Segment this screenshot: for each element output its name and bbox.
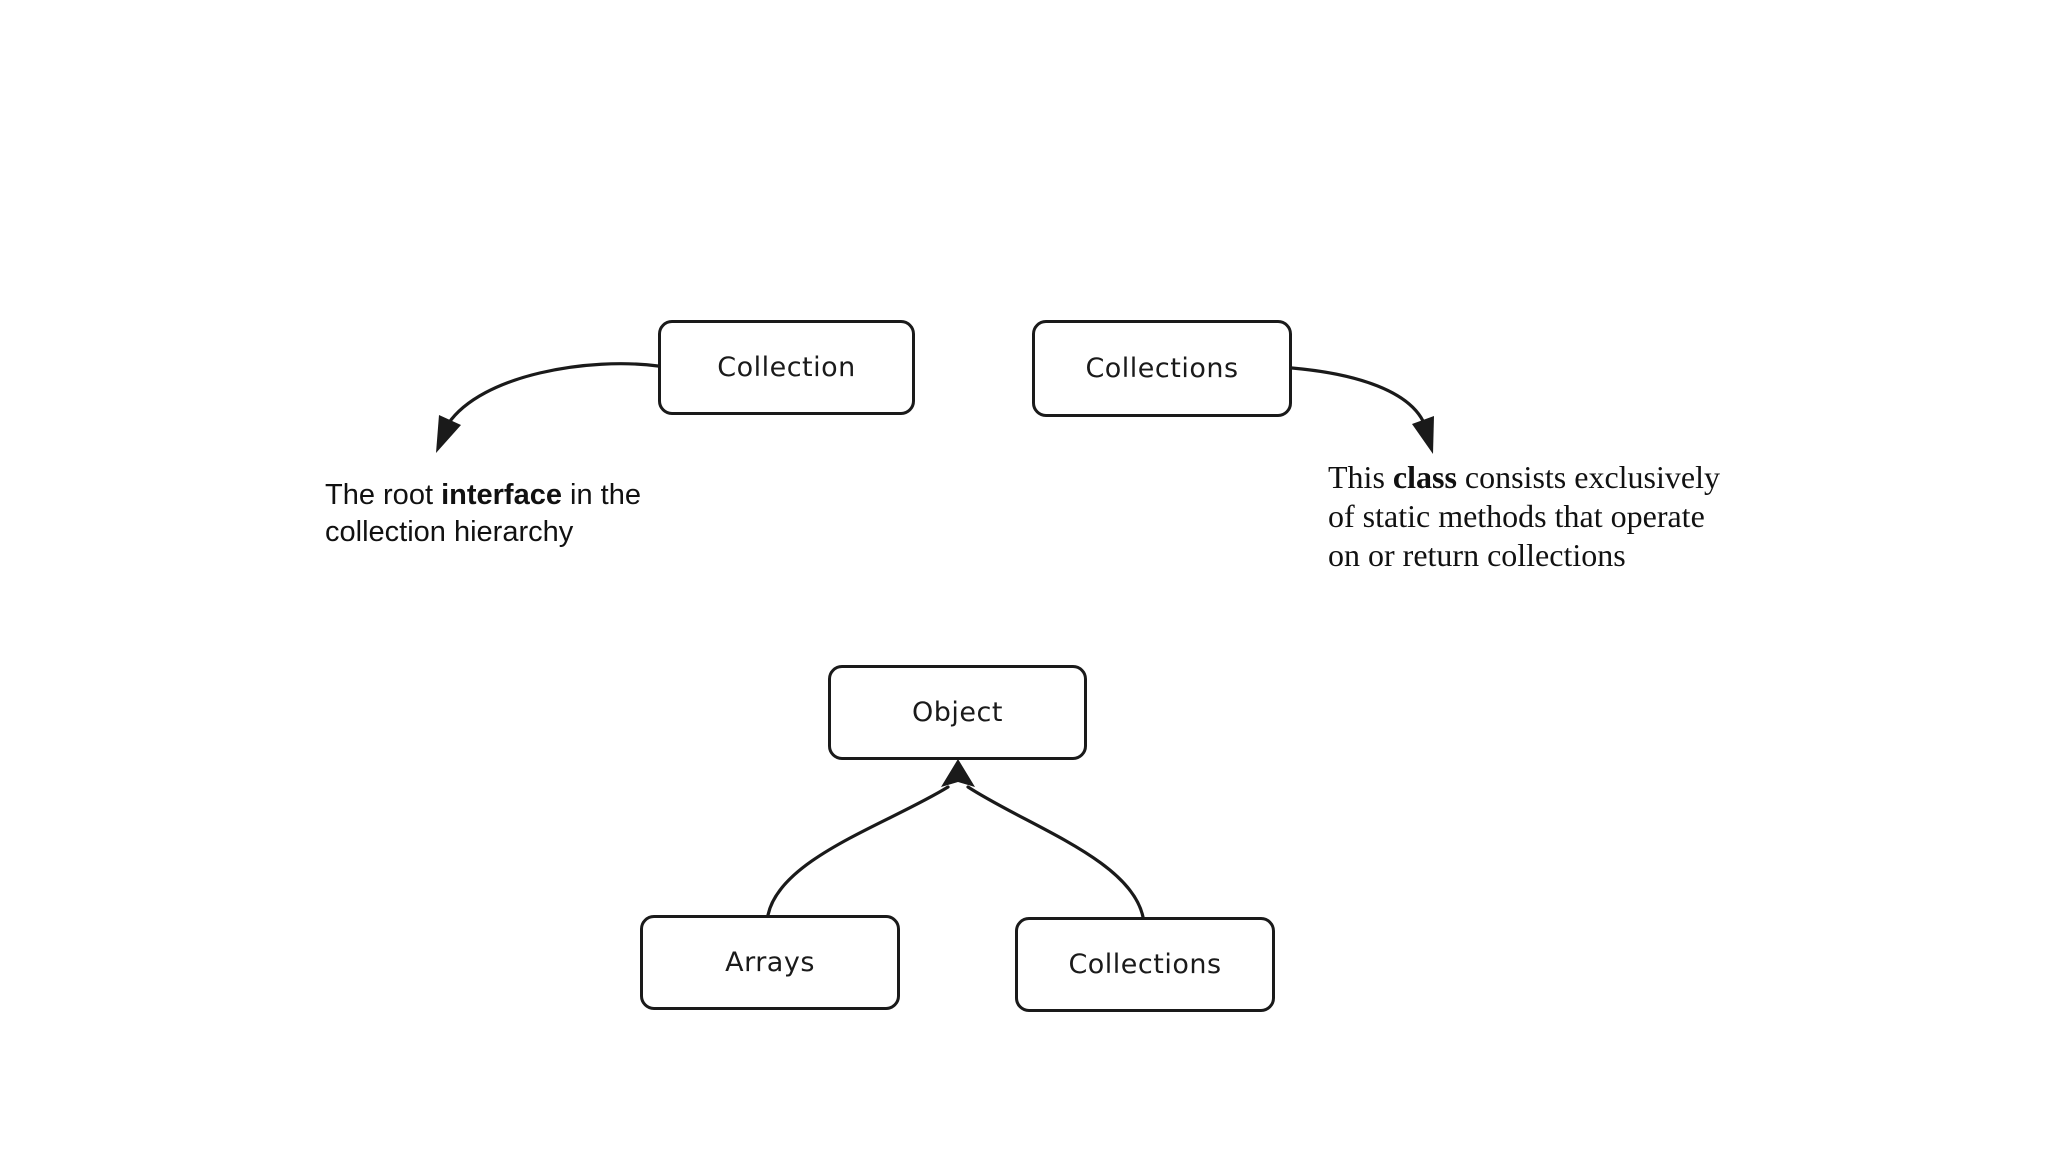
node-arrays: Arrays (640, 915, 900, 1010)
note-left-bold-word: interface (441, 479, 562, 511)
node-collection: Collection (658, 320, 915, 415)
note-collection-interface: The root interface in the collection hie… (325, 477, 641, 551)
edge-collections-to-object (966, 785, 1145, 919)
arrowhead-left-note-icon (436, 415, 461, 453)
node-collections-bottom-label: Collections (1068, 949, 1222, 980)
note-right-bold-word: class (1392, 459, 1457, 495)
node-collections-top-label: Collections (1085, 353, 1239, 384)
note-left-line1: The root interface in the (325, 479, 641, 511)
arrow-collections-to-note (1290, 366, 1425, 423)
arrow-collection-to-note (446, 362, 660, 426)
node-collections-top: Collections (1032, 320, 1292, 417)
node-collections-bottom: Collections (1015, 917, 1275, 1012)
note-left-line2: collection hierarchy (325, 516, 574, 548)
node-object-label: Object (912, 697, 1003, 728)
node-collection-label: Collection (717, 352, 856, 383)
node-object: Object (828, 665, 1087, 760)
note-right-line3: on or return collections (1328, 537, 1626, 573)
arrowhead-right-note-icon (1412, 416, 1434, 454)
note-right-line2: of static methods that operate (1328, 498, 1705, 534)
edge-arrays-to-object (766, 785, 950, 917)
node-arrays-label: Arrays (725, 947, 815, 978)
note-collections-class: This class consists exclusively of stati… (1328, 458, 1720, 575)
note-right-line1: This class consists exclusively (1328, 459, 1720, 495)
arrowhead-object-icon (941, 759, 975, 787)
